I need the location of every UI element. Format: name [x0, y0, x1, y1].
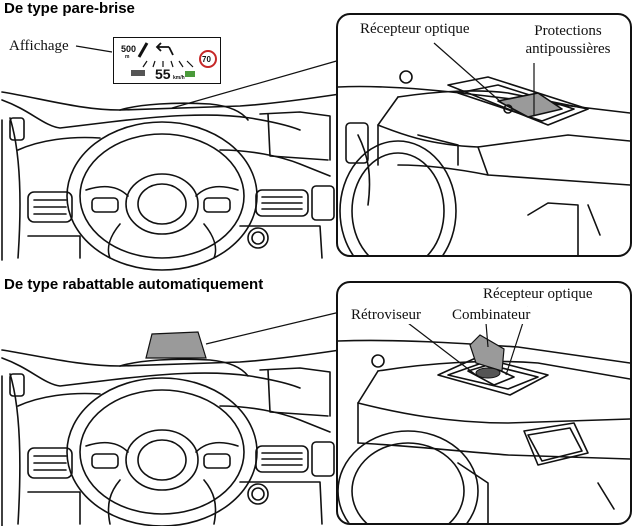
dust-cover-label-line1: Protections — [514, 23, 622, 40]
head-up-display-preview: 500 m 55 km/h 70 — [113, 37, 221, 84]
dashboard-illustration-windshield — [1, 59, 341, 271]
display-leader-line — [75, 45, 113, 53]
hud-speed-value: 55 — [155, 66, 171, 82]
section-title-windshield: De type pare-brise — [4, 0, 135, 17]
combiner-glass-shape — [145, 331, 207, 359]
optical-receiver-label-2: Récepteur optique — [482, 286, 594, 303]
section-title-retractable: De type rabattable automatiquement — [4, 276, 264, 293]
hud-speed-sign: 70 — [202, 55, 211, 64]
hud-distance-value: 500 — [121, 44, 136, 54]
hud-speed-unit: km/h — [173, 75, 185, 81]
display-callout-label: Affichage — [8, 38, 70, 55]
mirror-label: Rétroviseur — [350, 307, 422, 324]
optical-receiver-label-1: Récepteur optique — [359, 21, 471, 38]
dust-cover-label-line2: antipoussières — [514, 41, 622, 58]
hud-distance-unit: m — [125, 54, 130, 60]
combiner-label: Combinateur — [451, 307, 532, 324]
